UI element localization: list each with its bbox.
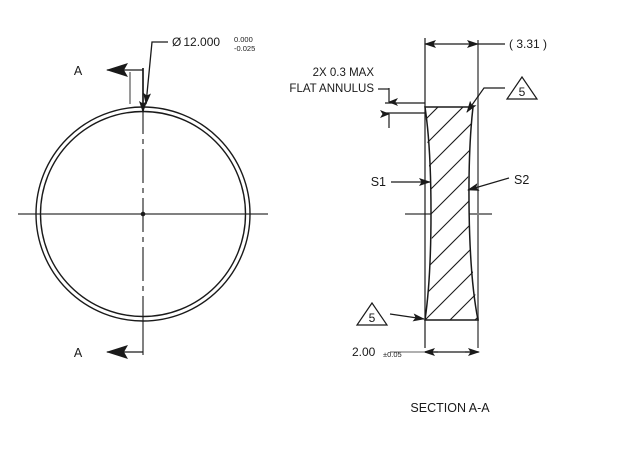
thickness-tolerance: ±0.05 bbox=[383, 350, 402, 359]
s2-leader bbox=[467, 177, 510, 191]
flag-bottom-triangle bbox=[355, 301, 389, 326]
diameter-symbol: Ø bbox=[172, 35, 181, 49]
diameter-tol-lower: -0.025 bbox=[234, 44, 255, 53]
diameter-tol-upper: 0.000 bbox=[234, 35, 253, 44]
section-arrow-label-bottom: A bbox=[74, 346, 83, 360]
section-hatching bbox=[425, 107, 478, 320]
diameter-value: 12.000 bbox=[183, 35, 220, 49]
section-arrow-label-top: A bbox=[74, 64, 83, 78]
section-caption: SECTION A-A bbox=[410, 401, 490, 415]
center-point bbox=[140, 211, 146, 217]
section-view-group: ( 3.31 ) 2X 0.3 MAX FLAT ANNULUS S1 S2 5… bbox=[289, 37, 547, 415]
flag-top-triangle bbox=[505, 75, 539, 100]
flag-bottom-number: 5 bbox=[369, 311, 376, 325]
flag-bottom-leader bbox=[389, 313, 425, 322]
reference-dimension-text: ( 3.31 ) bbox=[509, 37, 547, 51]
s2-label: S2 bbox=[514, 173, 529, 187]
s1-label: S1 bbox=[371, 175, 386, 189]
annulus-note-line1: 2X 0.3 MAX bbox=[313, 67, 375, 79]
thickness-value: 2.00 bbox=[352, 345, 376, 359]
front-view-group: A A bbox=[18, 41, 268, 360]
diameter-leader bbox=[143, 41, 168, 105]
lens-section-outline bbox=[424, 106, 479, 321]
annulus-note-line2: FLAT ANNULUS bbox=[289, 83, 374, 95]
flag-top-number: 5 bbox=[519, 85, 526, 99]
flag-top-leader bbox=[466, 87, 505, 113]
